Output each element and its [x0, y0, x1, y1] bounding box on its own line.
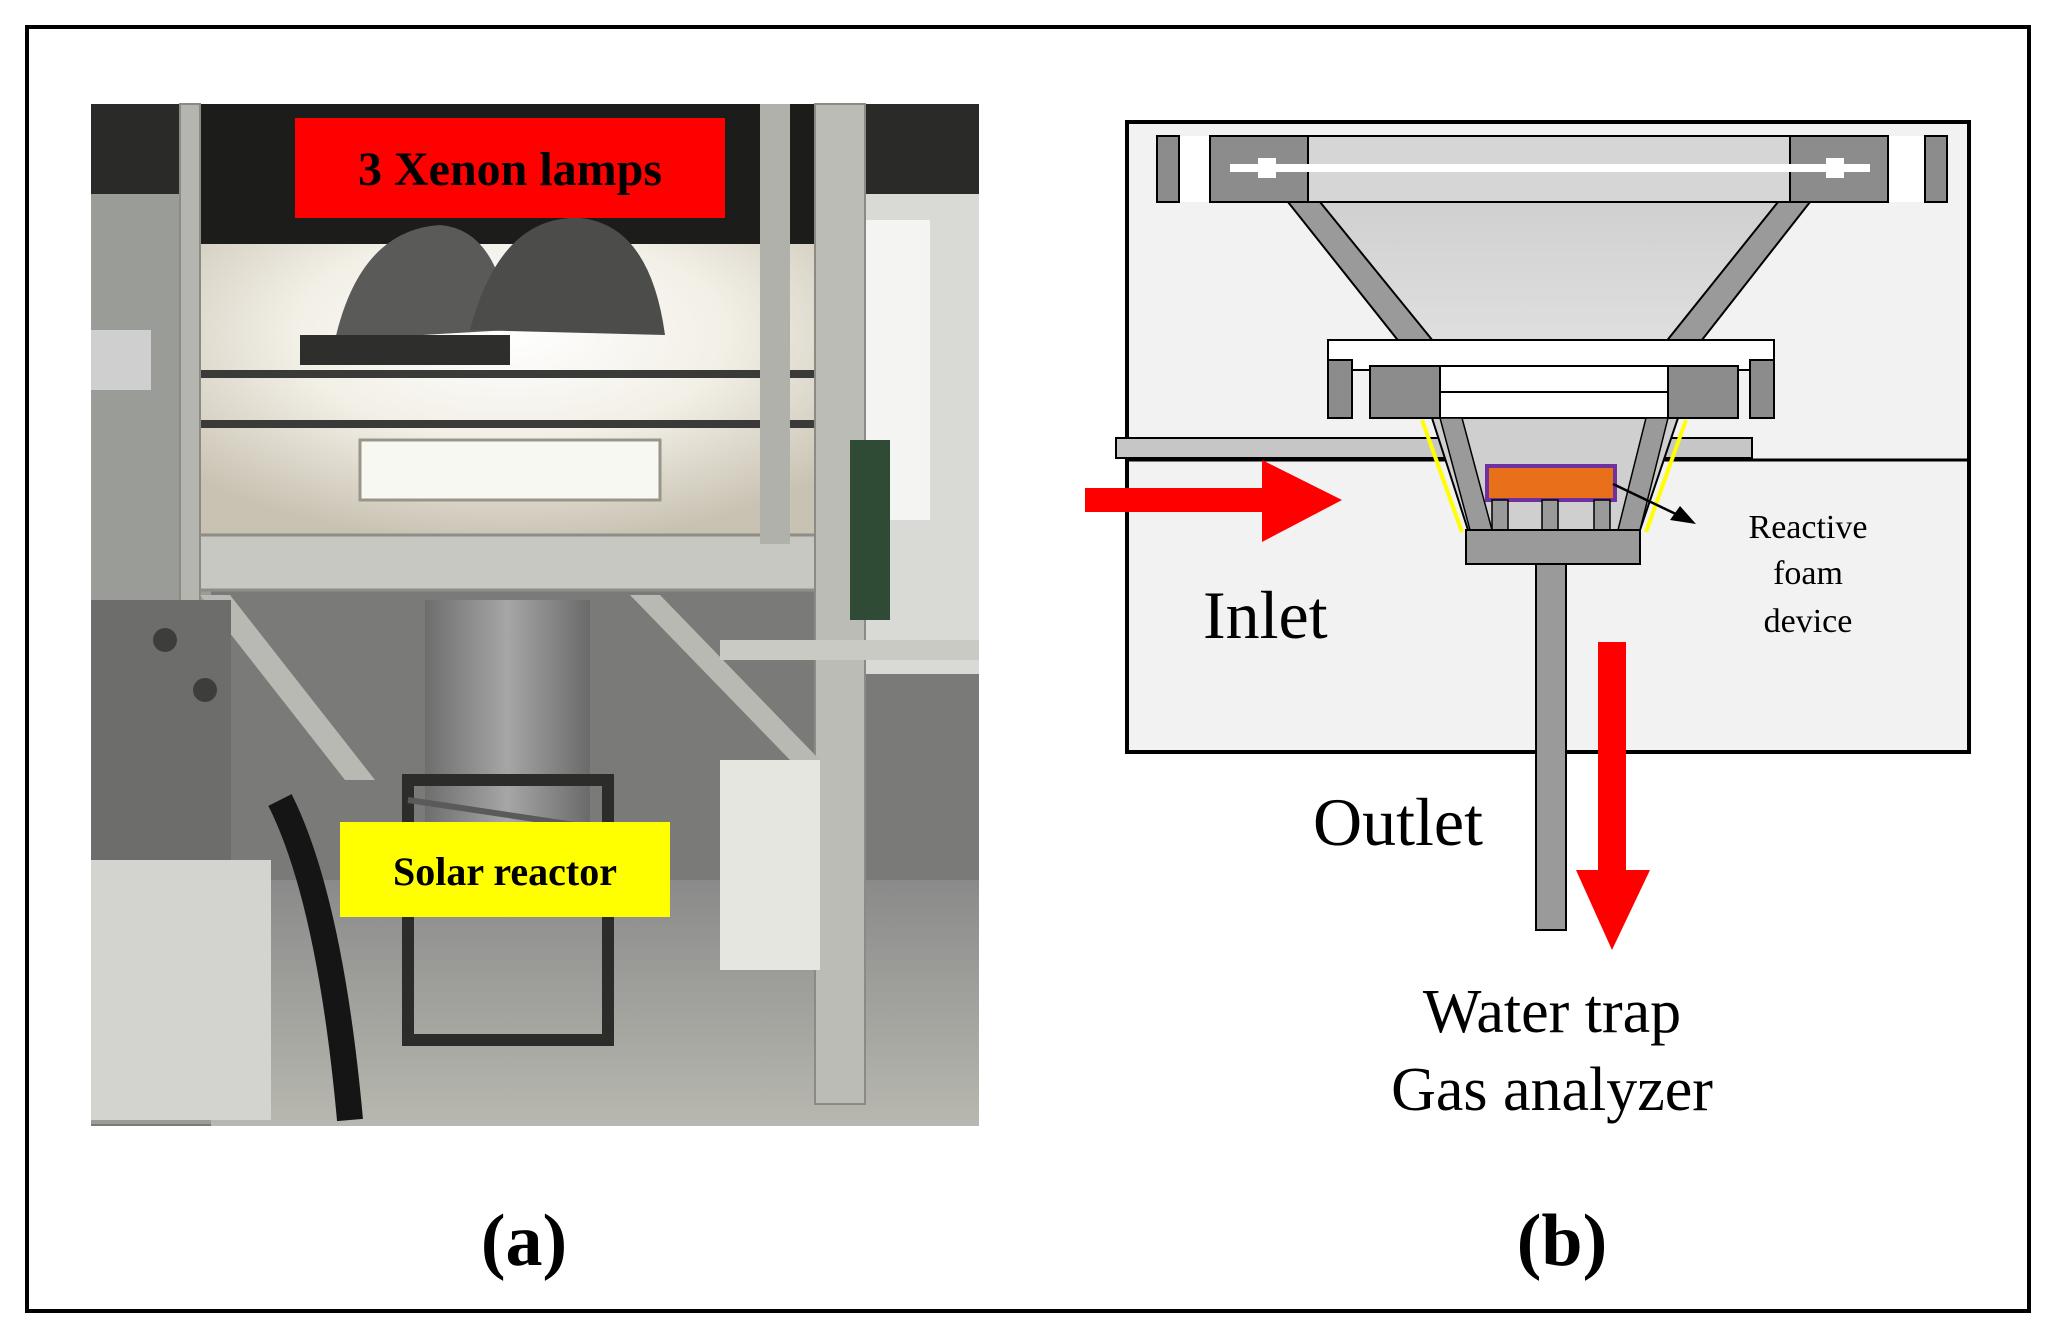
caption-a: (a) — [481, 1200, 567, 1282]
downstream-line1: Water trap — [1423, 978, 1681, 1046]
cable-bundle — [268, 794, 363, 1122]
device-label-line3: device — [1764, 603, 1853, 640]
lamp-label: 3 Xenon lamps — [358, 143, 662, 196]
brace-left — [200, 595, 375, 780]
mid-clamp-left — [1327, 359, 1353, 419]
seal-right — [1644, 419, 1688, 533]
outlet-arrow-shaft — [1598, 642, 1626, 874]
reactor-label-box — [340, 822, 670, 917]
support-base — [1465, 529, 1641, 565]
photo-panel: 3 Xenon lamps Solar reactor — [91, 103, 979, 1126]
chamber-frame — [188, 533, 842, 592]
device-label-line2: foam — [1773, 555, 1843, 592]
foam-post-2 — [1541, 499, 1559, 531]
gas-bottle — [850, 440, 890, 620]
device-pointer-head — [1670, 506, 1696, 524]
outlet-pipe — [1535, 563, 1567, 931]
seal-left — [1420, 419, 1464, 533]
top-clamp-right-outer — [1924, 135, 1948, 203]
shelf-1 — [200, 370, 820, 378]
lamp-reflector-right — [470, 217, 665, 335]
caption-b: (b) — [1517, 1200, 1607, 1282]
valve-knob-1 — [153, 628, 177, 652]
frame-post-right — [760, 104, 790, 544]
lamp-reflector-left — [335, 225, 510, 340]
lamp-label-box — [295, 118, 725, 218]
foam-device — [1485, 464, 1617, 502]
device-label-line1: Reactive — [1749, 509, 1868, 546]
outlet-arrow-head — [1576, 870, 1650, 950]
inlet-arrow-head — [1262, 460, 1342, 542]
lamp-base-bar — [300, 335, 510, 365]
reactor-label: Solar reactor — [393, 849, 617, 894]
downstream-line2: Gas analyzer — [1391, 1056, 1713, 1124]
valve-knob-2 — [193, 678, 217, 702]
top-clamp-left-outer — [1156, 135, 1180, 203]
light-window — [358, 438, 662, 502]
lab-bench-left — [91, 860, 271, 1120]
reactor-cylinder — [425, 600, 590, 830]
brace-right — [630, 595, 820, 760]
mid-flange-left — [1369, 365, 1441, 419]
foam-post-1 — [1491, 499, 1509, 531]
device-pointer-line — [1612, 482, 1681, 518]
mid-clamp-right — [1749, 359, 1775, 419]
window-marker-left — [1258, 158, 1276, 178]
mid-flange-right — [1667, 365, 1739, 419]
inlet-label: Inlet — [1203, 577, 1328, 653]
shelf-2 — [200, 420, 820, 428]
inlet-arrow-shaft — [1085, 488, 1265, 512]
bench-cabinet-right — [720, 760, 820, 970]
schematic-panel: Inlet Outlet Reactive foam device Water … — [1085, 120, 1971, 1124]
photo-wall-paper — [91, 330, 151, 390]
window-marker-right — [1826, 158, 1844, 178]
bench-top-right — [720, 640, 979, 660]
foam-post-3 — [1593, 499, 1611, 531]
outlet-label: Outlet — [1313, 784, 1483, 860]
